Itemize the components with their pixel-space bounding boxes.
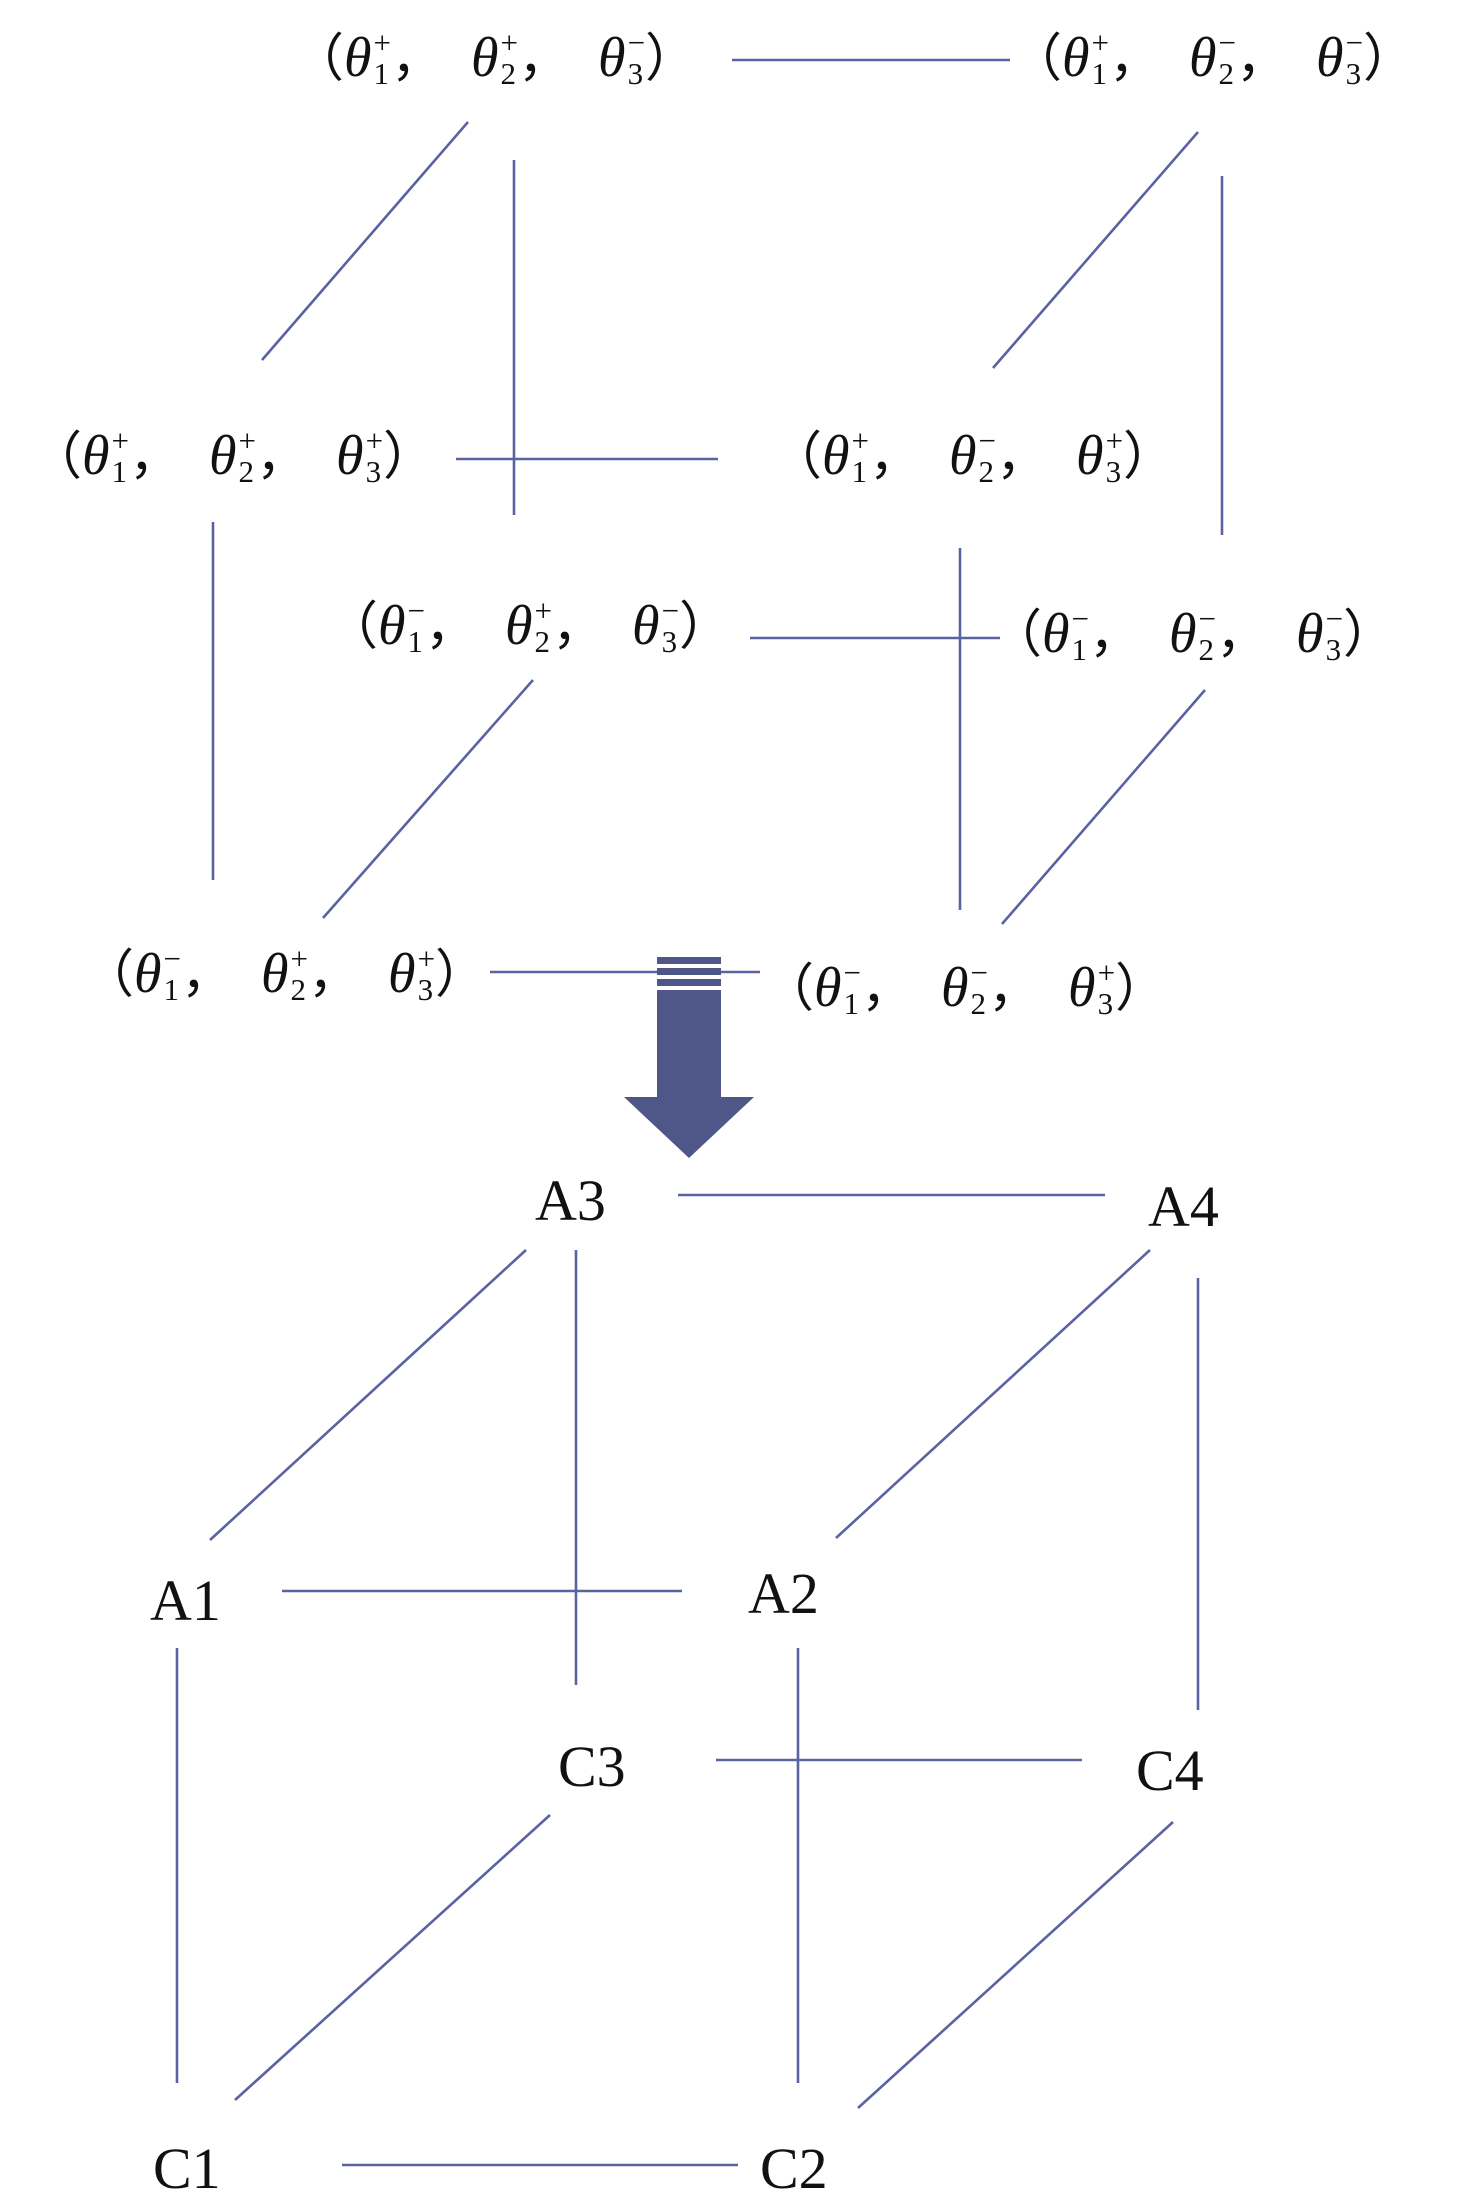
theta-node-ml: （θ+1，θ+2，θ+3）: [30, 422, 436, 490]
theta-symbol: θ: [344, 27, 372, 89]
edge-theta-cr-br: [1001, 689, 1206, 925]
theta-node-cl: （θ−1，θ+2，θ−3）: [326, 592, 732, 660]
arrow-stripe: [657, 968, 721, 975]
arrow-stripe: [657, 979, 721, 986]
arrow-down-icon: [624, 990, 754, 1158]
node-label-c2: C2: [760, 2136, 828, 2201]
open-paren: （: [292, 31, 345, 88]
theta-term: θ−3: [598, 24, 646, 92]
edge-theta-tl-ml: [261, 121, 469, 361]
theta-node-tl: （θ+1，θ+2，θ−3）: [292, 24, 698, 95]
theta-term: θ+2: [471, 24, 519, 92]
arrow-stripe: [657, 957, 721, 964]
close-paren: ）: [645, 31, 698, 88]
node-label-c3: C3: [558, 1734, 626, 1799]
edge-c3-c1: [234, 1814, 551, 2101]
edge-theta-cl-bl: [322, 679, 534, 919]
mapping-arrow: [624, 957, 754, 1158]
edge-a4-a2: [835, 1249, 1151, 1539]
edge-theta-tr-mr: [992, 131, 1199, 369]
node-label-a1: A1: [150, 1568, 221, 1633]
node-label-a3: A3: [535, 1168, 606, 1233]
theta-node-cr: （θ−1，θ−2，θ−3）: [990, 600, 1396, 668]
node-label-c4: C4: [1136, 1738, 1204, 1803]
theta-cube-edges: [211, 58, 1224, 974]
theta-symbol: θ: [471, 27, 499, 89]
edge-c4-c2: [857, 1821, 1174, 2109]
theta-node-bl: （θ−1，θ+2，θ+3）: [82, 940, 488, 1008]
theta-node-tr: （θ+1，θ−2，θ−3）: [1010, 24, 1416, 92]
letter-cube-edges: [175, 1193, 1200, 2167]
theta-node-br: （θ−1，θ−2，θ+3）: [762, 954, 1168, 1022]
edge-a3-a1: [209, 1249, 527, 1541]
node-label-a2: A2: [748, 1561, 819, 1626]
node-label-c1: C1: [153, 2136, 221, 2201]
theta-term: θ+1: [344, 24, 392, 92]
theta-node-mr: （θ+1，θ−2，θ+3）: [770, 422, 1176, 490]
node-label-a4: A4: [1148, 1174, 1219, 1239]
theta-symbol: θ: [598, 27, 626, 89]
